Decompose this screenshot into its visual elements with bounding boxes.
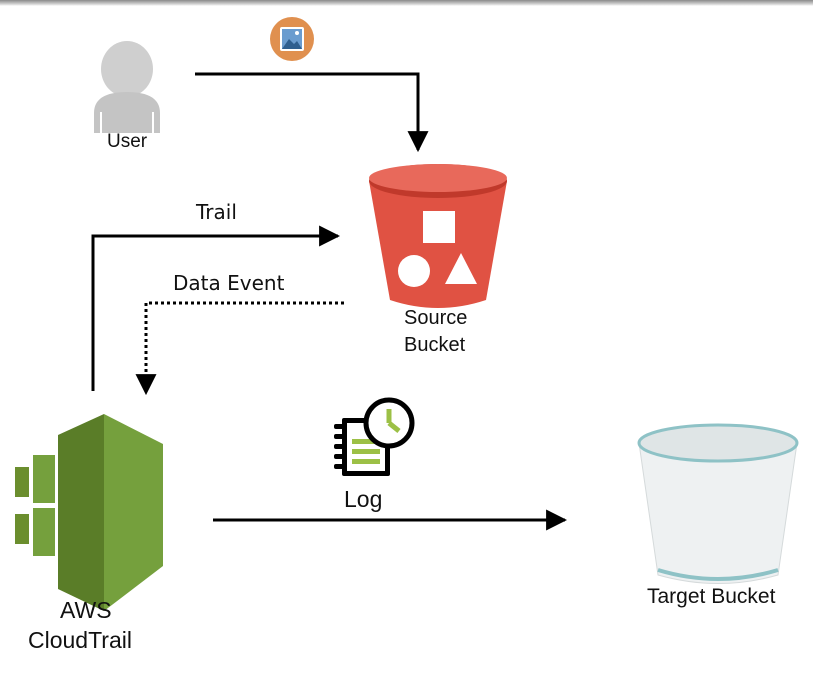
aws-cloudtrail-icon (15, 414, 163, 611)
arrow-user-to-source (195, 72, 429, 153)
target-bucket-label: Target Bucket (647, 585, 776, 608)
user-label: User (107, 131, 148, 152)
trail-label: Trail (196, 200, 237, 224)
s3-bucket-icon (369, 164, 507, 308)
arrow-data-event (135, 301, 344, 396)
source-bucket-label-line2: Bucket (404, 334, 466, 356)
log-label: Log (344, 486, 383, 512)
empty-bucket-icon (637, 423, 799, 584)
cloudtrail-label-line1: AWS (60, 597, 112, 623)
arrow-trail (91, 225, 341, 391)
image-icon (270, 17, 314, 61)
data-event-label: Data Event (173, 271, 285, 295)
window-top-edge (0, 0, 813, 6)
user-icon (94, 41, 160, 133)
source-bucket-label-line1: Source (404, 307, 468, 329)
log-notepad-clock-icon (334, 397, 415, 476)
cloudtrail-label-line2: CloudTrail (28, 627, 132, 653)
